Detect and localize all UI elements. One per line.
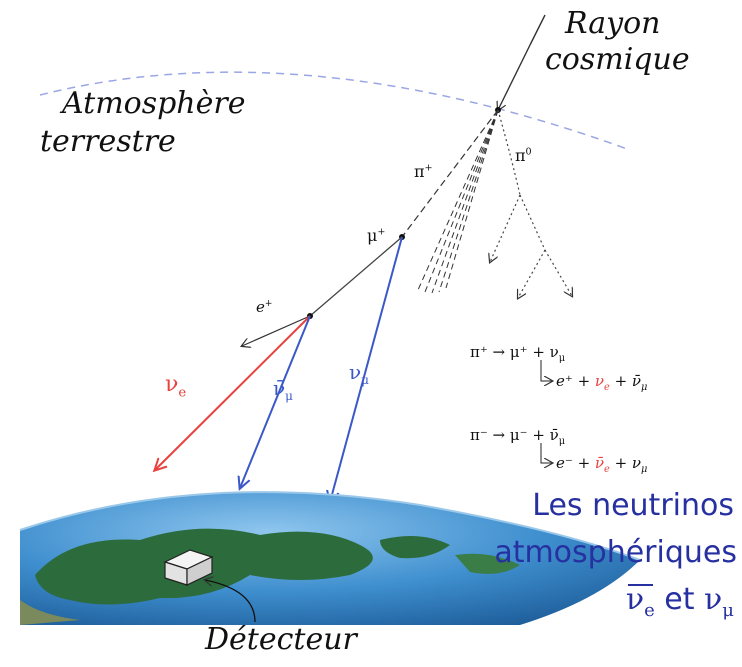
caption-nubar-e: νe [625,582,655,621]
nu-e-label: νe [165,372,187,401]
pi-zero-track [490,109,572,298]
nu-mu-label: νμ [349,360,369,387]
hadron-shower [417,109,499,294]
nu-mu-track [330,236,403,502]
nubar-mu-label: ν̄μ [273,376,293,403]
mu-plus-track [309,236,403,317]
nu-e-track [155,315,311,470]
equation-line1: π⁺ → μ⁺ + νμ [470,343,566,364]
pi-plus-track [401,109,499,238]
equation-line4: e⁻ + ν̄e + νμ [556,454,648,475]
cosmic-ray-label-line2: cosmique [545,42,690,77]
caption-line2: atmosphériques [494,535,737,570]
e-plus-track [242,315,311,346]
nubar-mu-track [240,315,311,488]
equation-line2: e⁺ + νe + ν̄μ [556,372,648,393]
detector-pointer [205,580,256,623]
caption-line3: νe et νμ [625,582,734,621]
detector-box [163,549,214,586]
atmosphere-boundary [39,71,631,151]
caption-line1: Les neutrinos [532,488,734,523]
mu-plus-label: μ+ [367,226,386,245]
equation-arrows [540,360,552,463]
equation-line3: π⁻ → μ⁻ + ν̄μ [470,426,566,447]
caption-nu-mu: νμ [704,582,734,621]
detector-label: Détecteur [205,622,357,657]
e-plus-label: e+ [256,298,273,316]
atmosphere-label-line1: Atmosphère [62,86,246,121]
atmosphere-label-line2: terrestre [40,124,176,159]
cosmic-ray-label-line1: Rayon [565,6,661,41]
cosmic-ray-track [498,44,531,110]
pi-plus-label: π+ [414,162,433,181]
pi-zero-label: π0 [515,146,532,165]
